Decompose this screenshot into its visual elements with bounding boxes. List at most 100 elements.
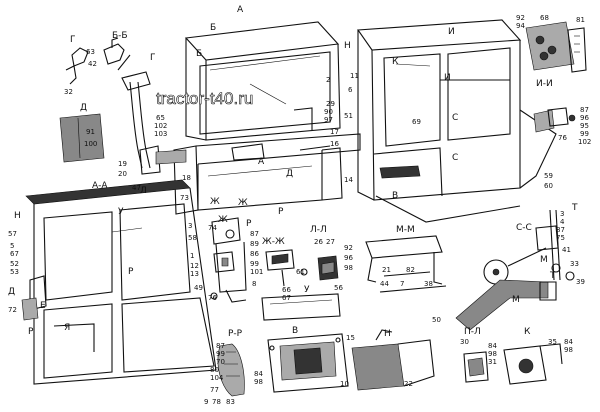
section-label-pl: П-Л	[464, 327, 481, 337]
cab-frame-main	[155, 21, 361, 215]
callout-58: 58	[188, 234, 197, 242]
callout-14: 14	[344, 176, 353, 184]
section-label-t-top: Т	[571, 203, 578, 213]
callout-38: 38	[424, 280, 433, 288]
callout-103: 103	[154, 130, 167, 138]
callout-19: 19	[118, 160, 127, 168]
callout-35: 35	[548, 338, 557, 346]
callout-100: 100	[84, 140, 97, 148]
callout-75: 75	[556, 234, 565, 242]
callout-102: 102	[154, 122, 167, 130]
callout-98c: 98	[488, 350, 497, 358]
callout-22: 22	[404, 380, 413, 388]
section-label-zhzh: Ж-Ж	[262, 237, 285, 247]
section-label-m-right: М	[540, 255, 548, 265]
callout-76: 76	[558, 134, 567, 142]
callout-95: 95	[580, 122, 589, 130]
callout-101: 101	[250, 268, 263, 276]
section-label-d-left: Д	[8, 287, 15, 297]
callout-96: 96	[580, 114, 589, 122]
section-label-ll: Л-Л	[310, 225, 327, 235]
callout-87: 87	[580, 106, 589, 114]
callout-13: 13	[190, 270, 199, 278]
section-label-d-top: Д	[80, 103, 87, 113]
callout-15: 15	[346, 334, 355, 342]
callout-4: 4	[560, 218, 565, 226]
callout-98b: 98	[254, 378, 263, 386]
section-label-i-mid: И	[444, 73, 451, 83]
callout-31: 31	[488, 358, 497, 366]
section-label-v: В	[292, 326, 298, 336]
callout-87c: 87	[556, 226, 565, 234]
callout-68: 68	[540, 14, 549, 22]
callout-92: 92	[516, 14, 525, 22]
detail-zhzh-section	[265, 249, 295, 287]
section-label-t: Т	[549, 271, 556, 281]
callout-87b: 87	[250, 230, 259, 238]
detail-ii-bracket	[525, 21, 587, 73]
detail-k-motor	[503, 343, 563, 385]
callout-10: 10	[340, 380, 349, 388]
callout-47: 47	[132, 184, 141, 192]
callout-32: 32	[64, 88, 73, 96]
section-label-r-left: Р	[28, 327, 34, 337]
detail-ll-clamp	[300, 255, 339, 281]
section-label-k-bottom: К	[524, 327, 531, 337]
callout-67b: 67	[282, 294, 291, 302]
callout-39: 39	[576, 278, 585, 286]
callout-94: 94	[516, 22, 525, 30]
section-label-d-mid: Д	[286, 169, 293, 179]
callout-59: 59	[544, 172, 553, 180]
section-label-u: У	[118, 207, 124, 217]
callout-11: 11	[350, 72, 359, 80]
callout-57: 57	[8, 230, 17, 238]
detail-pl-fastener	[463, 351, 489, 383]
callout-51: 51	[344, 112, 353, 120]
callout-9: 9	[204, 398, 208, 406]
callout-8: 8	[252, 280, 256, 288]
section-label-b-mid: Б	[196, 49, 202, 59]
callout-27: 27	[326, 238, 335, 246]
callout-82: 82	[406, 266, 415, 274]
section-label-s-lower: С	[452, 153, 458, 163]
section-label-bb: Б-Б	[112, 31, 128, 41]
callout-30: 30	[460, 338, 469, 346]
callout-52: 52	[10, 260, 19, 268]
section-label-ya: Я	[64, 323, 70, 333]
detail-n-bracket	[351, 329, 435, 391]
callout-44: 44	[380, 280, 389, 288]
section-label-k-top: К	[392, 57, 399, 67]
detail-aa-cab-side	[21, 179, 217, 385]
callout-6: 6	[348, 86, 353, 94]
callout-81: 81	[576, 16, 585, 24]
callout-99c: 99	[216, 350, 225, 358]
callout-99: 99	[580, 130, 589, 138]
callout-26: 26	[314, 238, 323, 246]
section-label-p-left: Р	[128, 267, 134, 277]
callout-83: 83	[226, 398, 235, 406]
callout-78: 78	[212, 398, 221, 406]
section-label-ii: И-И	[536, 79, 553, 89]
callout-61: 61	[296, 268, 305, 276]
callout-80: 80	[210, 366, 219, 374]
callout-50: 50	[432, 316, 441, 324]
callout-1: 1	[190, 252, 194, 260]
callout-12: 12	[190, 262, 199, 270]
section-label-zh: Ж	[218, 215, 228, 225]
section-label-a-mid: А	[258, 157, 265, 167]
callout-69: 69	[412, 118, 421, 126]
callout-90: 90	[324, 108, 333, 116]
callout-98d: 98	[564, 346, 573, 354]
section-label-n-right: Н	[344, 41, 351, 51]
callout-74: 74	[208, 224, 217, 232]
callout-21: 21	[382, 266, 391, 274]
section-label-aa: А-А	[92, 181, 108, 191]
callout-96b: 96	[344, 254, 353, 262]
detail-ss-mirror-arm	[455, 209, 575, 331]
callout-3b: 3	[560, 210, 564, 218]
callout-56: 56	[334, 284, 343, 292]
callout-92b: 92	[344, 244, 353, 252]
watermark-text: tractor-t40.ru	[156, 89, 253, 108]
detail-v-plate	[267, 333, 349, 393]
section-label-ss: С-С	[516, 223, 532, 233]
